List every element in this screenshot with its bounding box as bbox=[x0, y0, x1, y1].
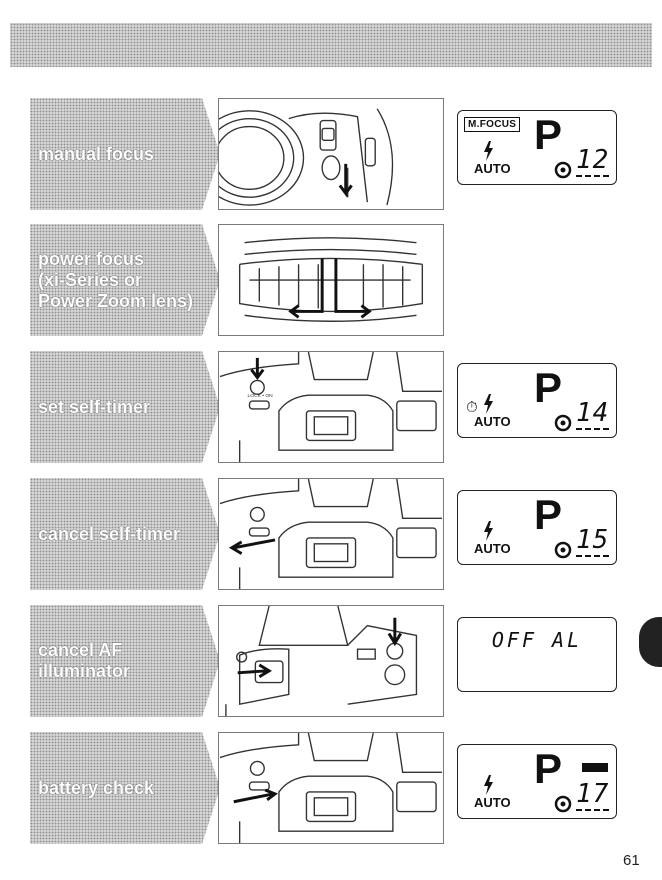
lens-illustration bbox=[219, 225, 443, 335]
cancel-self-timer-illustration bbox=[218, 478, 444, 590]
exposure-mode: P bbox=[534, 367, 562, 409]
camera-back-illustration bbox=[219, 733, 443, 843]
power-focus-lens-illustration bbox=[218, 224, 444, 336]
camera-back-illustration: LOCK • ON bbox=[219, 352, 443, 462]
lcd-display: AUTO P 17 bbox=[457, 744, 617, 819]
manual-focus-indicator: M.FOCUS bbox=[464, 117, 520, 132]
row-cancel-af-illuminator: cancel AF illuminator OFF AL bbox=[0, 605, 662, 717]
film-icon bbox=[554, 541, 572, 559]
row-label: power focus (xi-Series or Power Zoom len… bbox=[38, 224, 208, 336]
chapter-edge-tab bbox=[639, 617, 662, 667]
tab-cancel-af-illuminator: cancel AF illuminator bbox=[30, 605, 220, 717]
lcd-display: AUTO P 15 bbox=[457, 490, 617, 565]
row-manual-focus: manual focus M.FOCUS AUTO P 12 bbox=[0, 98, 662, 210]
camera-back-illustration bbox=[219, 479, 443, 589]
lcd-display: OFF AL bbox=[457, 617, 617, 692]
frame-counter: 14 bbox=[576, 398, 609, 430]
self-timer-illustration: LOCK • ON bbox=[218, 351, 444, 463]
row-set-self-timer: set self-timer LOCK • ON ⏱ AUTO P 1 bbox=[0, 351, 662, 463]
camera-illustration bbox=[219, 99, 443, 209]
lcd-display: M.FOCUS AUTO P 12 bbox=[457, 110, 617, 185]
lock-switch-label: LOCK • ON bbox=[248, 393, 274, 399]
battery-check-illustration bbox=[218, 732, 444, 844]
exposure-mode: P bbox=[534, 494, 562, 536]
flash-icon bbox=[482, 521, 494, 541]
battery-icon bbox=[582, 763, 608, 772]
exposure-mode: P bbox=[534, 114, 562, 156]
auto-flash-label: AUTO bbox=[474, 541, 511, 556]
lcd-display: ⏱ AUTO P 14 bbox=[457, 363, 617, 438]
film-icon bbox=[554, 161, 572, 179]
camera-top-illustration bbox=[219, 606, 443, 716]
tab-power-focus: power focus (xi-Series or Power Zoom len… bbox=[30, 224, 220, 336]
tab-battery-check: battery check bbox=[30, 732, 220, 844]
row-label: cancel self-timer bbox=[38, 478, 208, 590]
frame-counter: 12 bbox=[576, 145, 609, 177]
flash-icon bbox=[482, 394, 494, 414]
lens-switch-illustration bbox=[218, 98, 444, 210]
film-icon bbox=[554, 414, 572, 432]
tab-set-self-timer: set self-timer bbox=[30, 351, 220, 463]
frame-counter: 15 bbox=[576, 525, 609, 557]
row-label: set self-timer bbox=[38, 351, 208, 463]
film-icon bbox=[554, 795, 572, 813]
row-power-focus: power focus (xi-Series or Power Zoom len… bbox=[0, 224, 662, 336]
row-label: battery check bbox=[38, 732, 208, 844]
row-cancel-self-timer: cancel self-timer AUTO P 15 bbox=[0, 478, 662, 590]
exposure-mode: P bbox=[534, 748, 562, 790]
tab-cancel-self-timer: cancel self-timer bbox=[30, 478, 220, 590]
row-label: cancel AF illuminator bbox=[38, 605, 208, 717]
tab-manual-focus: manual focus bbox=[30, 98, 220, 210]
lcd-af-status: OFF AL bbox=[458, 628, 616, 652]
auto-flash-label: AUTO bbox=[474, 795, 511, 810]
page-number: 61 bbox=[623, 852, 640, 869]
flash-icon bbox=[482, 141, 494, 161]
row-battery-check: battery check AUTO P 17 bbox=[0, 732, 662, 844]
header-band bbox=[10, 23, 652, 67]
auto-flash-label: AUTO bbox=[474, 161, 511, 176]
frame-counter: 17 bbox=[576, 779, 609, 811]
auto-flash-label: AUTO bbox=[474, 414, 511, 429]
row-label: manual focus bbox=[38, 98, 208, 210]
flash-icon bbox=[482, 775, 494, 795]
af-illuminator-illustration bbox=[218, 605, 444, 717]
